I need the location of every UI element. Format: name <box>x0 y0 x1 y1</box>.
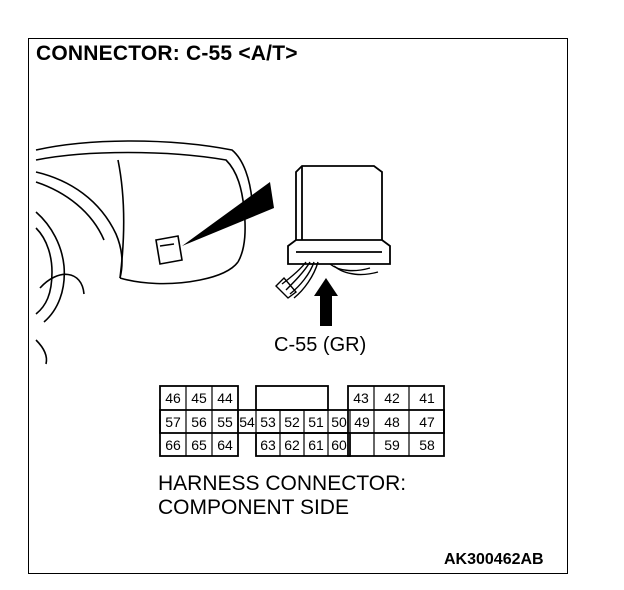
callout-wedge <box>182 182 274 246</box>
pin-63: 63 <box>260 437 276 453</box>
pin-labels: 46 45 44 43 42 41 57 56 55 54 53 52 51 5… <box>165 390 435 453</box>
pin-62: 62 <box>284 437 300 453</box>
pin-65: 65 <box>191 437 207 453</box>
harness-caption: HARNESS CONNECTOR: COMPONENT SIDE <box>158 472 406 520</box>
pin-53: 53 <box>260 414 276 430</box>
connector-grid <box>185 386 410 456</box>
pin-49: 49 <box>354 414 370 430</box>
wiring-harness <box>275 261 379 299</box>
dash-connector-marker <box>155 235 183 265</box>
pin-54: 54 <box>239 414 255 430</box>
pin-66: 66 <box>165 437 181 453</box>
pin-58: 58 <box>419 437 435 453</box>
pin-57: 57 <box>165 414 181 430</box>
diagram-title: CONNECTOR: C-55 <A/T> <box>36 42 298 65</box>
pin-64: 64 <box>217 437 233 453</box>
pin-56: 56 <box>191 414 207 430</box>
pin-45: 45 <box>191 390 207 406</box>
caption-line-2: COMPONENT SIDE <box>158 496 349 519</box>
pin-41: 41 <box>419 390 435 406</box>
pointer-arrow <box>314 278 338 326</box>
pin-43: 43 <box>353 390 369 406</box>
control-unit-illustration <box>287 165 391 265</box>
dashboard-illustration <box>35 140 253 365</box>
figure-code: AK300462AB <box>444 551 544 568</box>
pin-44: 44 <box>217 390 233 406</box>
connector-label: C-55 (GR) <box>274 334 367 356</box>
pin-42: 42 <box>384 390 400 406</box>
pin-46: 46 <box>165 390 181 406</box>
pin-50: 50 <box>331 414 347 430</box>
pin-61: 61 <box>308 437 324 453</box>
pin-47: 47 <box>419 414 435 430</box>
caption-line-1: HARNESS CONNECTOR: <box>158 472 407 495</box>
pin-48: 48 <box>384 414 400 430</box>
pin-59: 59 <box>384 437 400 453</box>
pin-60: 60 <box>331 437 347 453</box>
pin-51: 51 <box>308 414 324 430</box>
pin-55: 55 <box>217 414 233 430</box>
diagram-frame <box>28 38 568 574</box>
pin-52: 52 <box>284 414 300 430</box>
